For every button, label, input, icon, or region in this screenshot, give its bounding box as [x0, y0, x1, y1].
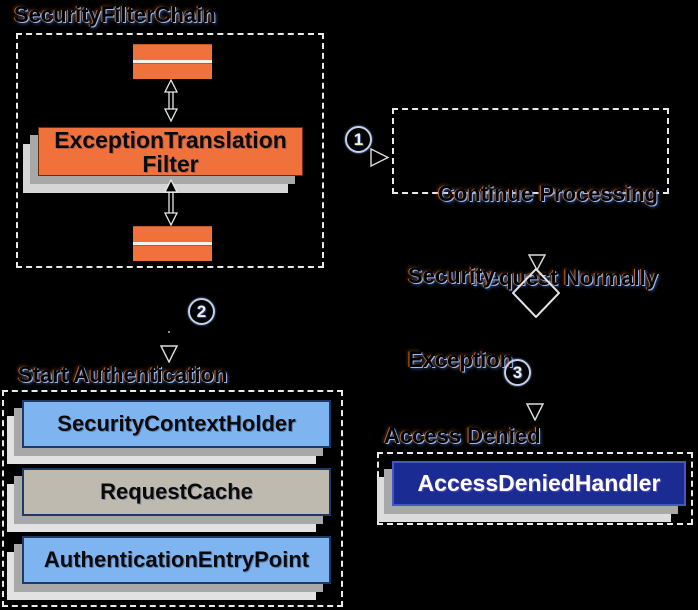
filter-bars-top: [133, 44, 212, 79]
step-3-badge: 3: [504, 359, 531, 386]
security-filter-chain-title: SecurityFilterChain: [14, 2, 216, 27]
filter-label-line1: ExceptionTranslation: [54, 126, 287, 153]
step-1-badge: 1: [345, 126, 372, 153]
security-exception-line1: Security: [408, 263, 495, 288]
authentication-entry-point-card: AuthenticationEntryPoint: [22, 536, 331, 584]
step-2-badge: 2: [188, 298, 215, 325]
filter-bars-bottom: [133, 226, 212, 261]
filter-bar-icon: [133, 245, 212, 261]
continue-line1: Continue Processing: [437, 181, 658, 206]
filter-bar-icon: [133, 44, 212, 60]
connector-dot: [168, 331, 170, 333]
security-exception-label: Security Exception: [408, 206, 513, 430]
security-context-holder-card: SecurityContextHolder: [22, 400, 331, 448]
continue-processing-box: Continue Processing Request Normally: [392, 108, 669, 290]
access-denied-box: [377, 452, 693, 525]
request-cache-card: RequestCache: [22, 468, 331, 516]
access-denied-label: Access Denied: [384, 423, 541, 448]
double-arrow-icon: [163, 79, 179, 122]
bar-divider: [133, 242, 212, 245]
filter-bar-icon: [133, 63, 212, 79]
access-denied-handler-card: AccessDeniedHandler: [392, 461, 686, 506]
arrowhead-down-icon: [160, 345, 178, 363]
decision-diamond-icon: [512, 268, 560, 318]
arrowhead-down-icon: [526, 403, 544, 421]
filter-label-line2: Filter: [142, 150, 199, 177]
security-filter-chain-box: [16, 33, 324, 268]
arrowhead-down-icon: [528, 254, 546, 271]
filter-bar-icon: [133, 226, 212, 242]
double-arrow-icon: [163, 179, 179, 226]
start-authentication-label: Start Authentication: [18, 362, 228, 387]
exception-translation-filter-box: ExceptionTranslation Filter: [38, 127, 303, 176]
start-authentication-box: [2, 390, 343, 607]
arrowhead-right-icon: [370, 148, 390, 167]
bar-divider: [133, 60, 212, 63]
security-exception-line2: Exception: [408, 347, 514, 372]
